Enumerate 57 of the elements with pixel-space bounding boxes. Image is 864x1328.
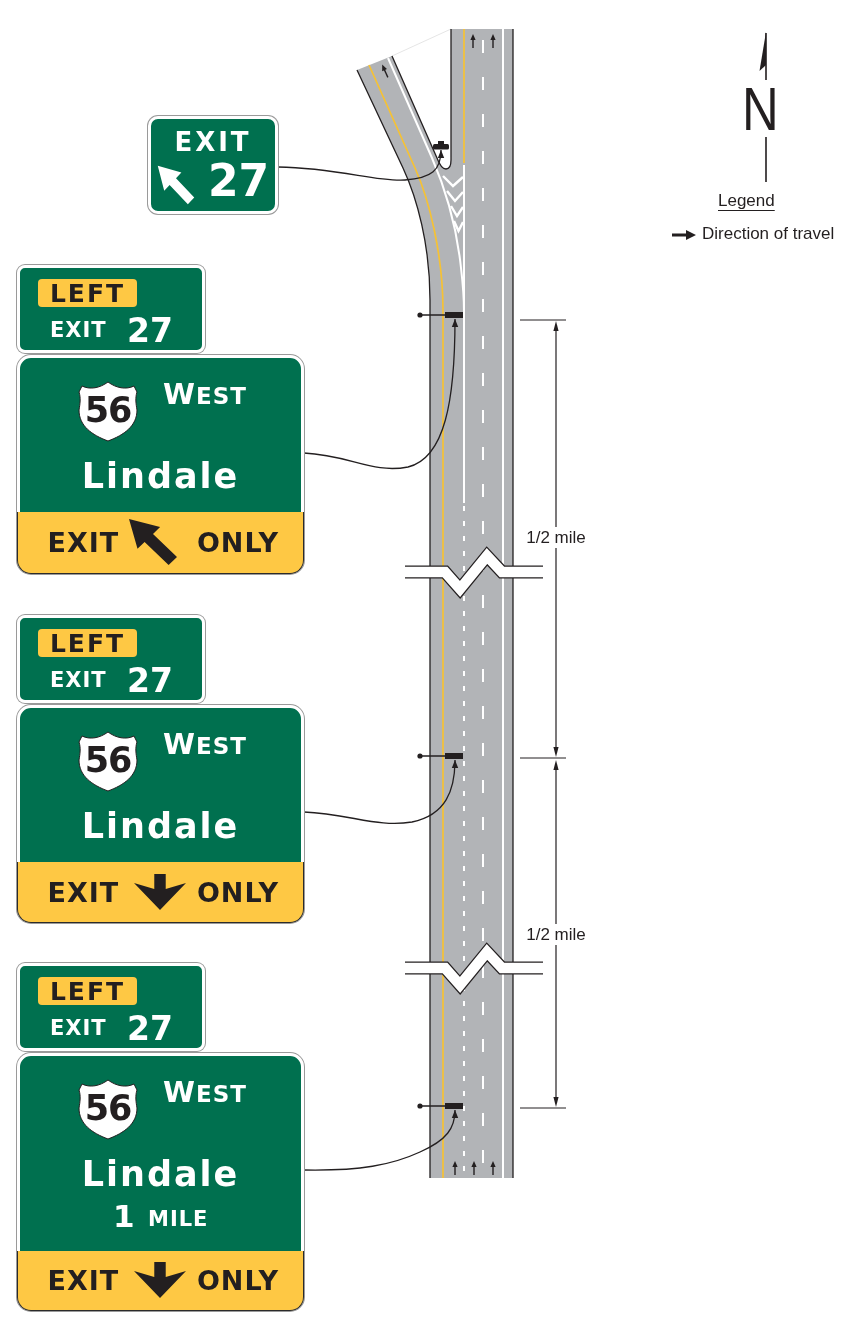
destination-label: Lindale xyxy=(81,1157,240,1192)
exit-only-panel xyxy=(17,862,304,923)
leader-line xyxy=(303,1109,458,1171)
exit-only-panel xyxy=(17,1251,304,1311)
left-label: LEFT xyxy=(49,631,126,656)
leader-line xyxy=(303,759,458,825)
only-label: ONLY xyxy=(196,1267,279,1295)
left-label: LEFT xyxy=(49,281,126,306)
distance-number: 1 xyxy=(113,1201,135,1232)
exit-label: EXIT xyxy=(174,129,252,155)
legend-label: Direction of travel xyxy=(702,225,835,242)
dimension-label: 1/2 mile xyxy=(526,527,586,548)
leader-line xyxy=(277,149,444,181)
direction-label: WEST xyxy=(163,1078,247,1107)
legend-heading: Legend xyxy=(718,192,775,209)
left-exit-panel xyxy=(38,629,137,657)
exit-number: 27 xyxy=(127,664,173,697)
sign-symbol xyxy=(432,140,450,150)
exit-number-plaque xyxy=(17,265,205,353)
exit-label: EXIT xyxy=(50,670,107,691)
route-number: 56 xyxy=(84,1091,132,1126)
direction-label: WEST xyxy=(163,730,247,759)
exit-label: EXIT xyxy=(50,1018,107,1039)
exit-number: 27 xyxy=(127,1012,173,1045)
leader-line xyxy=(303,318,459,470)
guide-sign xyxy=(17,355,304,574)
distance-unit: MILE xyxy=(148,1209,209,1230)
exit-only-panel xyxy=(17,512,304,574)
direction-label: WEST xyxy=(163,380,247,409)
route-shield xyxy=(78,380,138,442)
exit-number-plaque xyxy=(17,963,205,1051)
destination-label: Lindale xyxy=(81,809,240,844)
dimension-label: 1/2 mile xyxy=(526,924,586,945)
exit-label: EXIT xyxy=(47,529,120,557)
left-label: LEFT xyxy=(49,979,126,1004)
exit-label: EXIT xyxy=(47,878,120,906)
route-number: 56 xyxy=(84,743,132,778)
guide-sign xyxy=(17,705,304,923)
exit-label: EXIT xyxy=(50,320,107,341)
north-label: N xyxy=(742,78,779,140)
left-exit-panel xyxy=(38,977,137,1005)
exit-number-plaque xyxy=(17,615,205,703)
route-number: 56 xyxy=(84,393,132,428)
sign-symbol xyxy=(417,752,464,760)
exit-label: EXIT xyxy=(47,1267,120,1295)
destination-label: Lindale xyxy=(81,459,240,494)
sign-symbol xyxy=(417,311,464,319)
left-exit-panel xyxy=(38,279,137,307)
sign-symbol xyxy=(417,1102,464,1110)
route-shield xyxy=(78,730,138,792)
guide-sign xyxy=(17,1053,304,1311)
only-label: ONLY xyxy=(196,529,279,557)
exit-sign xyxy=(148,116,278,214)
exit-number: 27 xyxy=(208,159,270,203)
route-shield xyxy=(78,1078,138,1140)
only-label: ONLY xyxy=(196,878,279,906)
exit-number: 27 xyxy=(127,314,173,347)
